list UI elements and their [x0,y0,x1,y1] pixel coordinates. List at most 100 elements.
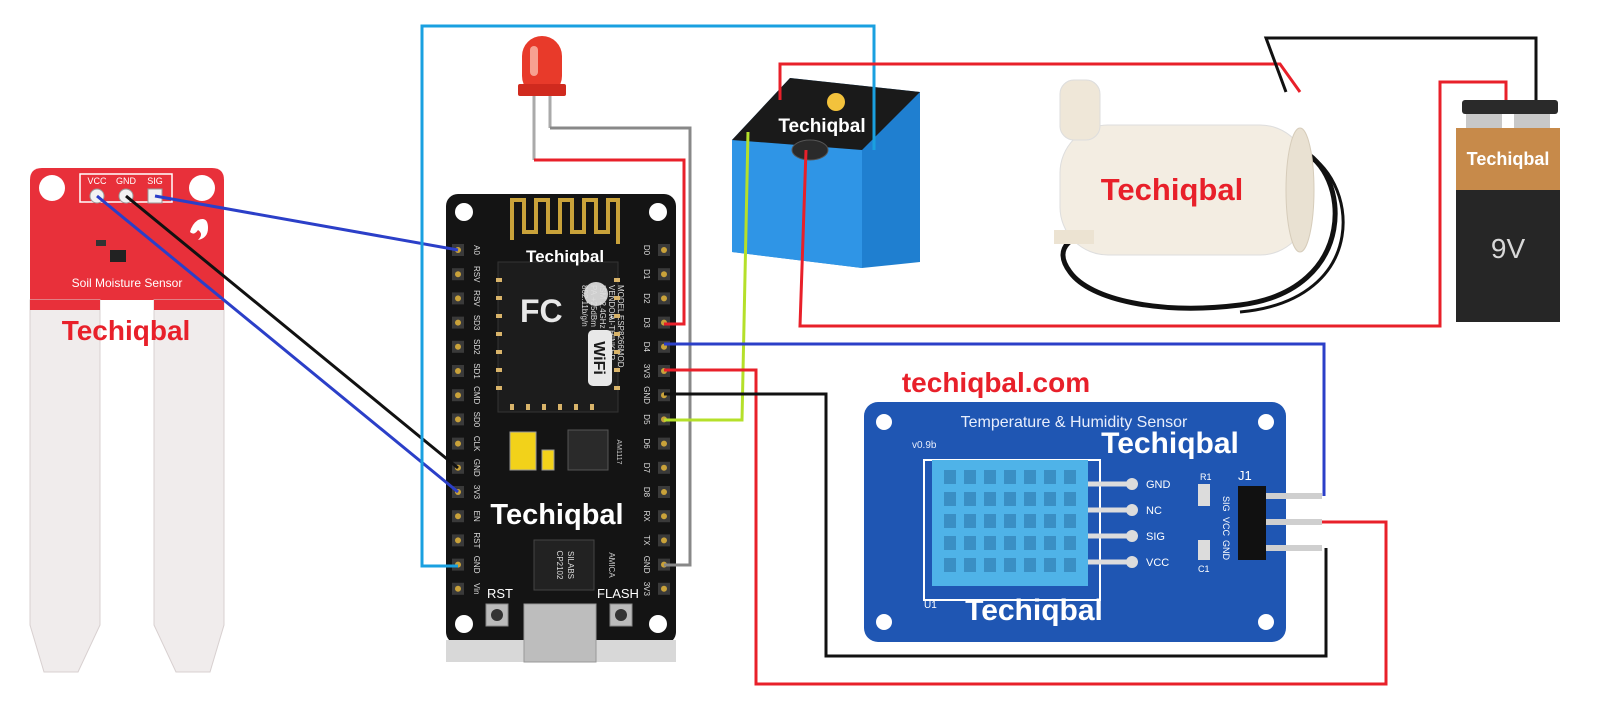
dht-header-pin-vcc: VCC [1221,517,1231,537]
usb-port [523,603,597,663]
dht-grill-slot [944,514,956,528]
dht-watermark-top: Techiqbal [1101,427,1239,460]
dht-grill-slot [1024,470,1036,484]
pump-cable [1060,147,1338,311]
dht-grill-slot [944,536,956,550]
left-pin-label-7: SD0 [472,412,481,428]
wifi-logo [588,330,612,386]
right-pin-label-11: RX [642,511,651,523]
dht-capacitor [1198,540,1210,560]
right-pin-label-3: D3 [642,317,651,328]
dht-pin-nc: NC [1146,505,1162,517]
dht-grill-slot [1024,558,1036,572]
dht-grill-slot [1064,492,1076,506]
dht-pin-vcc: VCC [1146,557,1169,569]
dht-r1: R1 [1200,472,1212,482]
left-pin-label-10: 3V3 [472,485,481,500]
dht-grill-slot [1044,514,1056,528]
pump-watermark: Techiqbal [1101,172,1243,207]
dht-grill-slot [1044,470,1056,484]
dht-grill-slot [1004,558,1016,572]
left-pin-label-0: A0 [472,245,481,255]
left-pin-label-9: GND [472,459,481,477]
battery-watermark: Techiqbal [1467,149,1550,169]
dht-grill-slot [1004,470,1016,484]
rst-button-cap [491,609,503,621]
dht-header-pin-sig: SIG [1221,496,1231,512]
right-pin-label-9: D7 [642,463,651,474]
dht-header-pins [1266,493,1322,551]
wire-relay-to-battery-top [778,62,1302,100]
dht-pin-sig: SIG [1146,531,1165,543]
soil-watermark: Techiqbal [62,315,191,346]
wires [96,24,1538,686]
right-pin-pad-10 [661,489,667,495]
globe-icon [584,282,608,306]
dht-grill-slot [1044,558,1056,572]
mount-hole-right [189,175,215,201]
dht-title: Temperature & Humidity Sensor [961,414,1188,431]
left-pin-label-2: RSV [472,290,481,307]
module-text-ism: ISM 2.4GHz [598,285,607,329]
dht-grill-slot [964,492,976,506]
relay-indicator [827,93,845,111]
nodemcu-watermark-top: Techiqbal [526,247,604,266]
wire-soil-sig-to-a0 [154,194,459,252]
dht-grill-slot [1024,514,1036,528]
wire-soil-vcc-to-3v3 [96,194,459,494]
water-pump: Techiqbal [1054,79,1345,314]
left-pin-label-12: RST [472,532,481,548]
nodemcu-hole-tr [649,203,667,221]
dht-grill-slot [944,470,956,484]
nodemcu-hole-br [649,615,667,633]
wire-dht-sig [664,342,1326,496]
capacitor-large [509,431,537,471]
dht-grill-slot [964,536,976,550]
left-pin-pad-1 [455,271,461,278]
soil-resistor [96,240,106,246]
dht-grill-slot [964,558,976,572]
soil-prong-base-left [30,300,100,310]
dht-grill-slot [1004,492,1016,506]
battery-top [1456,128,1560,190]
battery-voltage: 9V [1491,233,1526,264]
right-pin-label-12: TX [642,535,651,546]
nodemcu-board: FC MODEL ESP8266MOD VENDOR AI-THINKER IS… [446,194,676,663]
dht-module: Temperature & Humidity Sensor v0.9b GND … [864,402,1322,642]
led-rim [518,84,566,96]
dht-grill-slot [944,492,956,506]
usb-chip-line1: SILABS [566,551,575,579]
right-pin-label-1: D1 [642,269,651,280]
dht-sensor-grid [944,470,1076,572]
right-pin-label-7: D5 [642,414,651,425]
right-pin-label-4: D4 [642,342,651,353]
dht-grill-slot [1064,470,1076,484]
wire-led-anode [534,158,686,326]
dht-grill-slot [1044,492,1056,506]
dht-grill-slot [1064,536,1076,550]
dht-u1: U1 [924,600,937,611]
dht-header-base [1238,486,1266,560]
right-pin-pad-8 [661,440,667,447]
right-pin-pad-11 [661,513,667,520]
left-pin-pad-4 [455,343,461,350]
module-pads [496,278,620,410]
soil-pin-gnd: GND [116,176,137,186]
wire-dht-gnd [664,392,1328,658]
dht-hole-br [1258,614,1274,630]
right-pin-label-2: D2 [642,293,651,304]
right-pin-pad-14 [661,585,667,592]
dht-grill-slot [984,470,996,484]
soil-prong-left [29,299,101,673]
left-pin-label-5: SD1 [472,363,481,379]
left-pin-pad-3 [455,319,461,326]
flash-button-cap [615,609,627,621]
module-text-model-value: ESP8266MOD [616,315,625,368]
dht-grill-slot [984,492,996,506]
regulator-chip [567,429,609,471]
dht-version: v0.9b [912,440,937,451]
flash-label: FLASH [597,586,639,601]
dht-grill-slot [1004,514,1016,528]
flame-logo-icon [190,219,208,240]
